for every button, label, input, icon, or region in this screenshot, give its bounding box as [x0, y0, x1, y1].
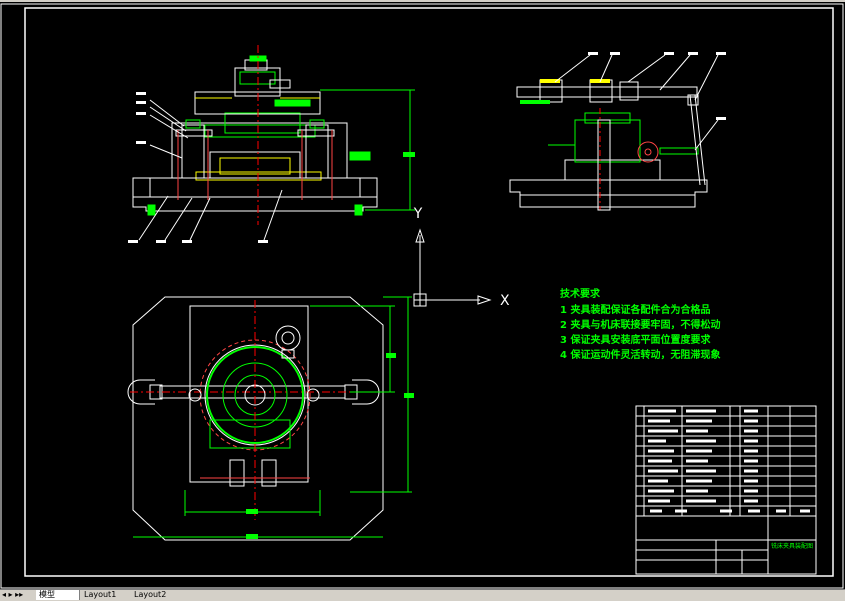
- front-view: [128, 45, 415, 243]
- tab-model[interactable]: 模型: [36, 590, 80, 600]
- tech-req-title: 技术要求: [560, 287, 601, 300]
- parts-list-table: [635, 405, 817, 517]
- tech-req-line: 3 保证夹具安装底平面位置度要求: [560, 333, 711, 346]
- top-view: [127, 296, 414, 541]
- tech-req-line: 2 夹具与机床联接要牢固，不得松动: [560, 318, 720, 331]
- tech-req-line: 4 保证运动件灵活转动，无阻滞现象: [560, 348, 720, 361]
- tech-req-line: 1 夹具装配保证各配件合为合格品: [560, 303, 710, 316]
- tab-scroll-arrows[interactable]: ◂ ▸ ▸▸: [2, 590, 24, 599]
- layout-tab-bar: ◂ ▸ ▸▸ 模型 Layout1 Layout2: [0, 589, 845, 601]
- side-view: [509, 52, 726, 211]
- tab-layout1[interactable]: Layout1: [84, 590, 117, 599]
- technical-requirements: 技术要求 1 夹具装配保证各配件合为合格品 2 夹具与机床联接要牢固，不得松动 …: [560, 287, 720, 361]
- tab-layout2[interactable]: Layout2: [134, 590, 167, 599]
- sheet-outer-border: [0, 3, 844, 589]
- sheet-inner-frame: [24, 7, 834, 577]
- ucs-y-label: Y: [413, 206, 423, 222]
- ucs-x-label: X: [500, 293, 510, 309]
- window-top-strip: [0, 0, 845, 2]
- title-block-name: 铣床夹具装配图: [771, 542, 813, 550]
- ucs-icon: [413, 228, 492, 307]
- title-block: 铣床夹具装配图: [635, 515, 817, 575]
